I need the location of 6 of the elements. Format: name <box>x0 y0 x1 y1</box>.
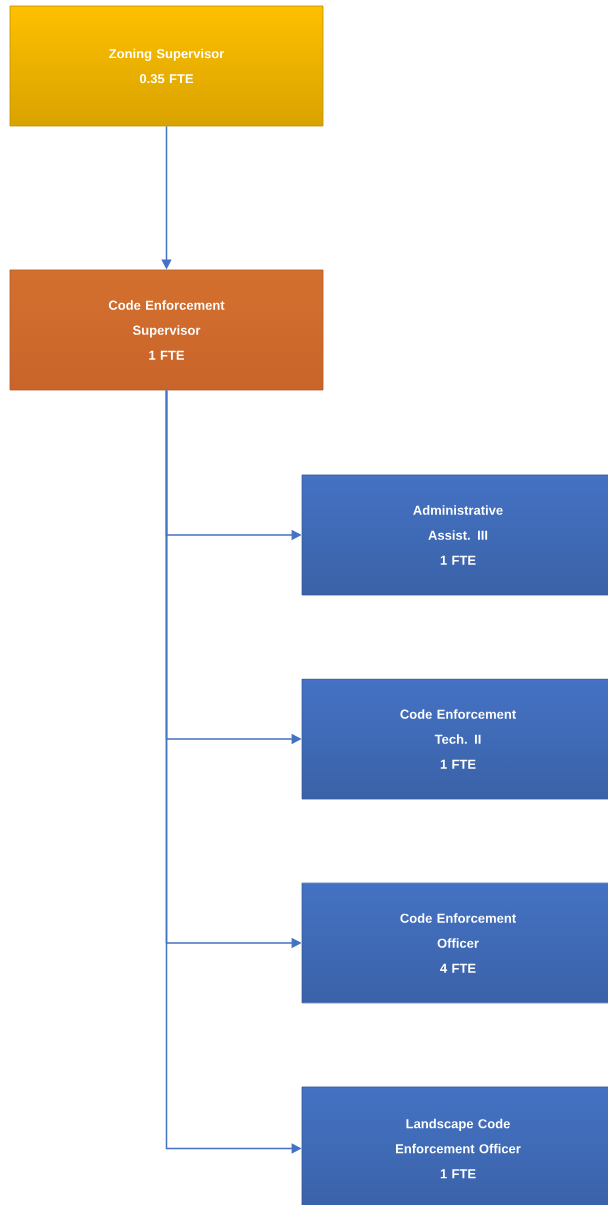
position-box: Zoning Supervisor 0.35 FTE <box>9 5 324 127</box>
position-box: Code Enforcement Tech. II 1 FTE <box>301 678 608 800</box>
position-box: Code Enforcement Officer 4 FTE <box>301 882 608 1004</box>
position-box: Landscape Code Enforcement Officer 1 FTE <box>301 1086 608 1205</box>
position-box: Code Enforcement Supervisor 1 FTE <box>9 269 324 391</box>
position-box: Administrative Assist. III 1 FTE <box>301 474 608 596</box>
